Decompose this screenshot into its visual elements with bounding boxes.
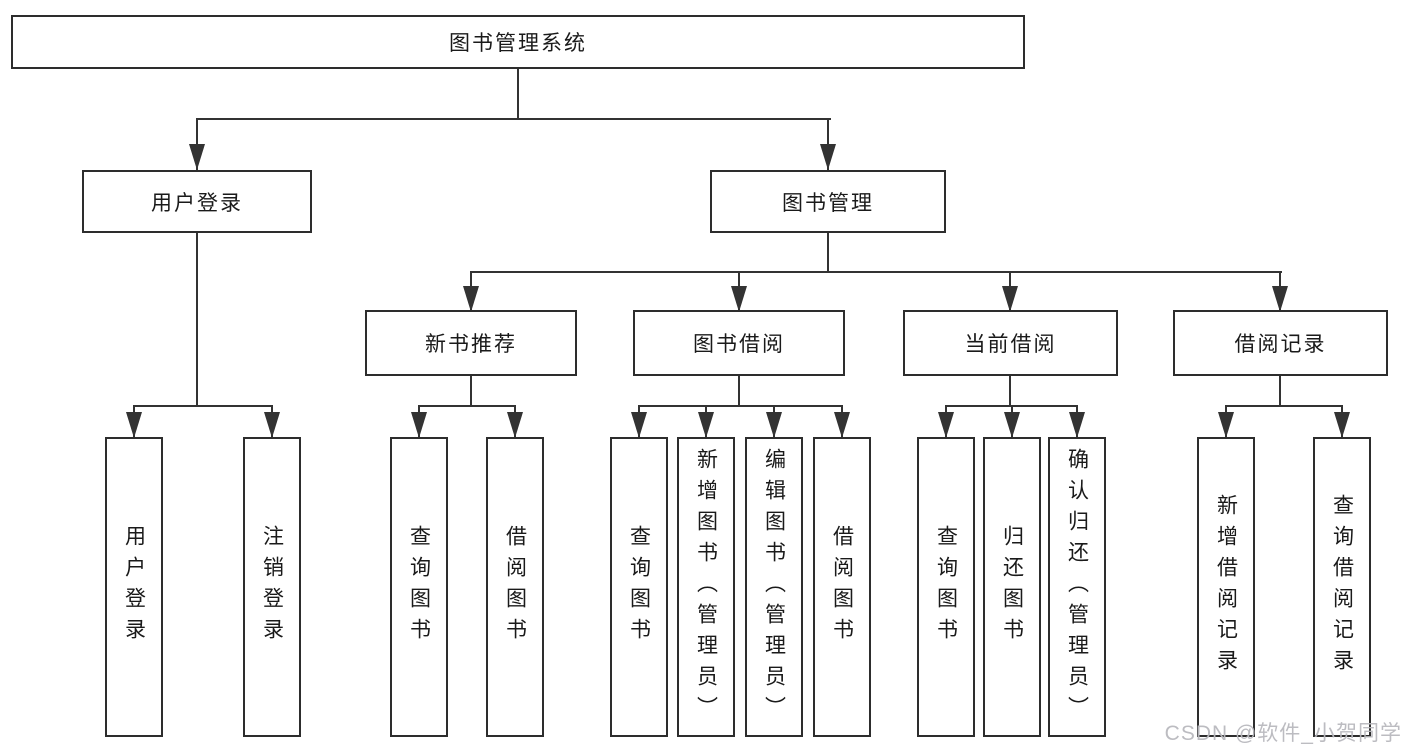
connector-line <box>638 405 843 407</box>
connector-line <box>827 233 829 272</box>
arrowhead-down-icon <box>264 412 280 438</box>
arrowhead-down-icon <box>1069 412 1085 438</box>
leaf-borrow-query-book: 查询图书 <box>610 437 668 737</box>
arrowhead-down-icon <box>189 144 205 170</box>
arrowhead-down-icon <box>766 412 782 438</box>
arrowhead-down-icon <box>1272 286 1288 312</box>
node-new-book-recommend: 新书推荐 <box>365 310 577 376</box>
connector-line <box>470 376 472 406</box>
arrowhead-down-icon <box>834 412 850 438</box>
leaf-recommend-query-book: 查询图书 <box>390 437 448 737</box>
connector-line <box>1225 405 1343 407</box>
arrowhead-down-icon <box>1218 412 1234 438</box>
arrowhead-down-icon <box>938 412 954 438</box>
connector-line <box>196 118 831 120</box>
arrowhead-down-icon <box>1334 412 1350 438</box>
connector-line <box>196 233 198 405</box>
connector-line <box>517 69 519 118</box>
leaf-edit-book-admin: 编辑图书（管理员） <box>745 437 803 737</box>
leaf-add-borrow-record: 新增借阅记录 <box>1197 437 1255 737</box>
connector-line <box>470 271 1282 273</box>
node-user-login: 用户登录 <box>82 170 312 233</box>
leaf-query-borrow-record: 查询借阅记录 <box>1313 437 1371 737</box>
arrowhead-down-icon <box>820 144 836 170</box>
node-book-borrow: 图书借阅 <box>633 310 845 376</box>
node-root: 图书管理系统 <box>11 15 1025 69</box>
connector-line <box>1009 376 1011 406</box>
arrowhead-down-icon <box>1002 286 1018 312</box>
connector-line <box>133 405 273 407</box>
arrowhead-down-icon <box>631 412 647 438</box>
arrowhead-down-icon <box>411 412 427 438</box>
node-current-borrow: 当前借阅 <box>903 310 1118 376</box>
node-borrow-records: 借阅记录 <box>1173 310 1388 376</box>
leaf-confirm-return-admin: 确认归还（管理员） <box>1048 437 1106 737</box>
arrowhead-down-icon <box>126 412 142 438</box>
node-book-management: 图书管理 <box>710 170 946 233</box>
leaf-current-query-book: 查询图书 <box>917 437 975 737</box>
connector-line <box>1279 376 1281 406</box>
leaf-borrow-book: 借阅图书 <box>813 437 871 737</box>
leaf-user-login: 用户登录 <box>105 437 163 737</box>
arrowhead-down-icon <box>463 286 479 312</box>
connector-line <box>738 376 740 406</box>
arrowhead-down-icon <box>731 286 747 312</box>
leaf-logout: 注销登录 <box>243 437 301 737</box>
leaf-recommend-borrow-book: 借阅图书 <box>486 437 544 737</box>
connector-line <box>418 405 516 407</box>
leaf-add-book-admin: 新增图书（管理员） <box>677 437 735 737</box>
arrowhead-down-icon <box>507 412 523 438</box>
arrowhead-down-icon <box>698 412 714 438</box>
leaf-return-book: 归还图书 <box>983 437 1041 737</box>
arrowhead-down-icon <box>1004 412 1020 438</box>
csdn-watermark: CSDN @软件_小贺同学 <box>1164 722 1402 745</box>
